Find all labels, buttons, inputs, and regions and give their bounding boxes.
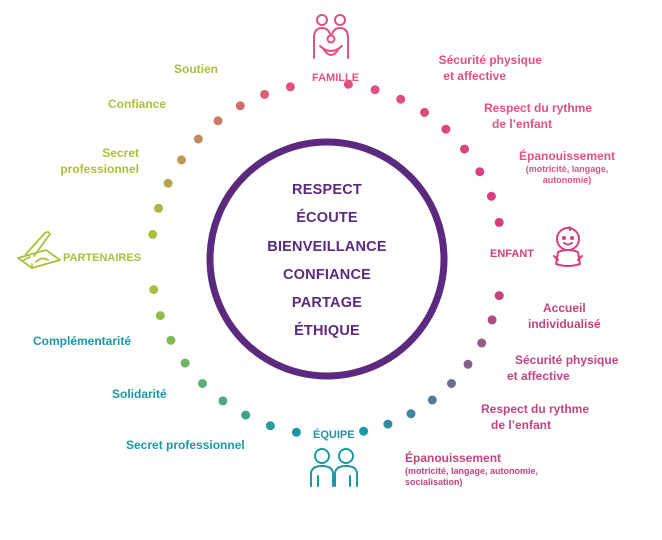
enfant-item-epanouissement-line3: socialisation)	[405, 477, 463, 487]
enfant-item-securite: Sécurité physique et affective	[507, 352, 618, 384]
ring-dot	[193, 134, 203, 144]
node-partenaires: PARTENAIRES	[63, 252, 142, 264]
ring-dot	[359, 426, 369, 436]
ring-dot	[494, 217, 504, 227]
equipe-item-complementarite: Complémentarité	[33, 334, 132, 348]
ring-dot	[285, 82, 295, 92]
value-partage: PARTAGE	[291, 295, 363, 312]
enfant-item-rythme-line1: Respect du rythme	[481, 402, 590, 416]
value-ethique: ÉTHIQUE	[294, 323, 360, 340]
famille-item-securite-line1: Sécurité physique	[438, 53, 542, 67]
dot-ring	[148, 79, 504, 437]
partenaires-item-secret-line1: Secret	[102, 146, 139, 160]
famille-item-epanouissement-line2: (motricité, langage,	[525, 164, 609, 174]
node-famille: FAMILLE	[312, 72, 360, 84]
ring-dot	[177, 155, 186, 165]
enfant-item-epanouissement: Épanouissement (motricité, langage, auto…	[405, 450, 538, 488]
value-respect: RESPECT	[292, 182, 362, 198]
ring-dot	[343, 79, 353, 89]
ring-dot	[460, 144, 469, 154]
ring-dot	[370, 85, 380, 95]
enfant-item-rythme-line2: de l’enfant	[491, 418, 552, 432]
famille-item-securite-line2: et affective	[443, 69, 506, 83]
ring-dot	[180, 358, 190, 368]
ring-dot	[148, 230, 158, 239]
ring-dot	[218, 396, 228, 406]
famille-item-rythme-line2: de l’enfant	[492, 117, 553, 131]
partenaires-item-soutien: Soutien	[174, 62, 218, 76]
enfant-item-accueil-line1: Accueil	[543, 301, 586, 315]
family-icon	[313, 14, 349, 59]
ring-dot	[198, 379, 207, 388]
ring-dot	[155, 311, 165, 321]
famille-item-epanouissement-line3: autonomie)	[542, 175, 592, 185]
baby-icon	[553, 226, 583, 267]
node-equipe: ÉQUIPE	[313, 429, 355, 441]
ring-dot	[235, 101, 245, 111]
ring-dot	[406, 409, 416, 419]
famille-item-epanouissement: Épanouissement (motricité, langage, auto…	[519, 148, 615, 186]
ring-dot	[447, 379, 456, 388]
famille-item-epanouissement-line1: Épanouissement	[519, 149, 616, 163]
ring-dot	[291, 427, 301, 437]
partenaires-item-confiance: Confiance	[108, 97, 167, 111]
ring-dot	[213, 116, 223, 126]
enfant-item-securite-line1: Sécurité physique	[515, 353, 619, 367]
equipe-item-solidarite: Solidarité	[112, 387, 167, 401]
enfant-item-rythme: Respect du rythme de l’enfant	[481, 401, 589, 433]
enfant-item-epanouissement-line2: (motricité, langage, autonomie,	[405, 466, 539, 476]
enfant-item-accueil-line2: individualisé	[528, 317, 601, 331]
enfant-item-securite-line2: et affective	[507, 369, 570, 383]
famille-item-rythme: Respect du rythme de l’enfant	[484, 100, 592, 132]
ring-dot	[487, 315, 497, 325]
team-icon	[310, 448, 358, 487]
famille-item-rythme-line1: Respect du rythme	[484, 101, 593, 115]
value-ecoute: ÉCOUTE	[296, 210, 358, 227]
value-bienveillance: BIENVEILLANCE	[267, 238, 387, 255]
ring-dot	[494, 291, 504, 301]
ring-dot	[166, 335, 176, 345]
core-values: RESPECT ÉCOUTE BIENVEILLANCE CONFIANCE P…	[232, 176, 422, 346]
ring-dot	[420, 107, 429, 117]
value-confiance: CONFIANCE	[283, 266, 371, 283]
ring-dot	[463, 359, 473, 369]
ring-dot	[477, 338, 487, 348]
equipe-item-secret: Secret professionnel	[126, 438, 245, 452]
ring-dot	[149, 285, 159, 295]
ring-dot	[163, 178, 173, 188]
central-circle	[206, 138, 448, 380]
ring-dot	[427, 395, 437, 405]
ring-dot	[260, 89, 270, 99]
ring-dot	[441, 124, 451, 134]
ring-dot	[475, 167, 485, 177]
handshake-document-icon	[17, 231, 61, 269]
node-enfant: ENFANT	[490, 248, 534, 260]
ring-dot	[154, 203, 163, 213]
ring-dot	[396, 94, 406, 104]
partenaires-item-secret: Secret professionnel	[51, 145, 139, 177]
ring-dot	[486, 191, 496, 201]
ring-dot	[265, 421, 275, 431]
enfant-item-accueil: Accueil individualisé	[528, 300, 601, 332]
ring-dot	[383, 419, 393, 429]
partenaires-item-secret-line2: professionnel	[60, 162, 139, 176]
enfant-item-epanouissement-line1: Épanouissement	[405, 451, 502, 465]
famille-item-securite: Sécurité physique et affective	[420, 52, 542, 84]
ring-dot	[241, 410, 251, 420]
